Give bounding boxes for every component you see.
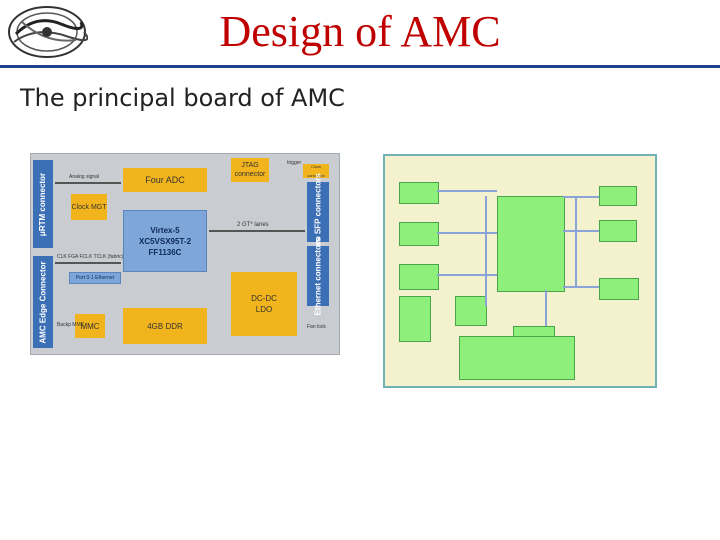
- gt-arrow: [209, 230, 305, 232]
- schematic-block-left-1: [399, 182, 439, 204]
- schematic-wire-1: [437, 190, 497, 192]
- fan-lock-label: Fan lock: [307, 324, 326, 330]
- schematic-wire-v2: [485, 196, 487, 306]
- clock-mgt-block: Clock MGT: [71, 194, 107, 220]
- schematic-wire-v3: [545, 290, 547, 326]
- institute-logo: [6, 4, 89, 60]
- schematic-block-bottom-2: [459, 336, 575, 380]
- schematic-wire-2: [437, 232, 497, 234]
- schematic-wire-6: [563, 286, 599, 288]
- schematic-block-left-4: [399, 296, 431, 342]
- jtag-connector-block: JTAG connector: [231, 158, 269, 182]
- schematic-block-right-3: [599, 278, 639, 300]
- schematic-wire-5: [563, 230, 599, 232]
- schematic-block-right-1: [599, 186, 637, 206]
- ethernet-connector-block: Ethernet connectors: [307, 237, 329, 315]
- backup-mmc-label: Backp MMC: [57, 322, 85, 328]
- amc-block-diagram: μRTM connector AMC Edge Connector Analog…: [30, 153, 340, 355]
- analog-arrow: [55, 182, 121, 184]
- schematic-wire-3: [437, 274, 497, 276]
- mrtm-connector-block: μRTM connector: [33, 160, 53, 248]
- schematic-block-mid-small: [455, 296, 487, 326]
- schematic-block-left-2: [399, 222, 439, 246]
- port-ethernet-block: Port 0-1 Ethernet: [69, 272, 121, 284]
- schematic-block-center: [497, 196, 565, 292]
- fpga-bus-arrow: [55, 262, 121, 264]
- fpga-bus-label: CLK FGA FCLK TCLK (fabric): [57, 254, 124, 260]
- amc-schematic: [383, 154, 657, 388]
- ddr-block: 4GB DDR: [123, 308, 207, 344]
- schematic-wire-4: [563, 196, 599, 198]
- title-divider: [0, 65, 720, 68]
- dcdc-ldo-block: DC-DC LDO: [231, 272, 297, 336]
- mmc-block: MMC: [75, 314, 105, 338]
- schematic-wire-v1: [575, 196, 577, 288]
- virtex-fpga-block: Virtex-5 XC5VSX95T-2 FF1136C: [123, 210, 207, 272]
- gt-lanes-label: 2 GT* lanes: [237, 222, 269, 228]
- four-adc-block: Four ADC: [123, 168, 207, 192]
- trigger-label: trigger: [287, 160, 302, 166]
- analog-signal-label: Analog signal: [69, 174, 100, 180]
- slide-subtitle: The principal board of AMC: [20, 84, 345, 112]
- schematic-block-right-2: [599, 220, 637, 242]
- two-sfp-block: Two SFP connectors: [307, 173, 329, 251]
- slide-title: Design of AMC: [219, 7, 501, 56]
- schematic-block-left-3: [399, 264, 439, 290]
- amc-edge-connector-block: AMC Edge Connector: [33, 256, 53, 348]
- clock-connector-block: Clock connector: [303, 164, 329, 178]
